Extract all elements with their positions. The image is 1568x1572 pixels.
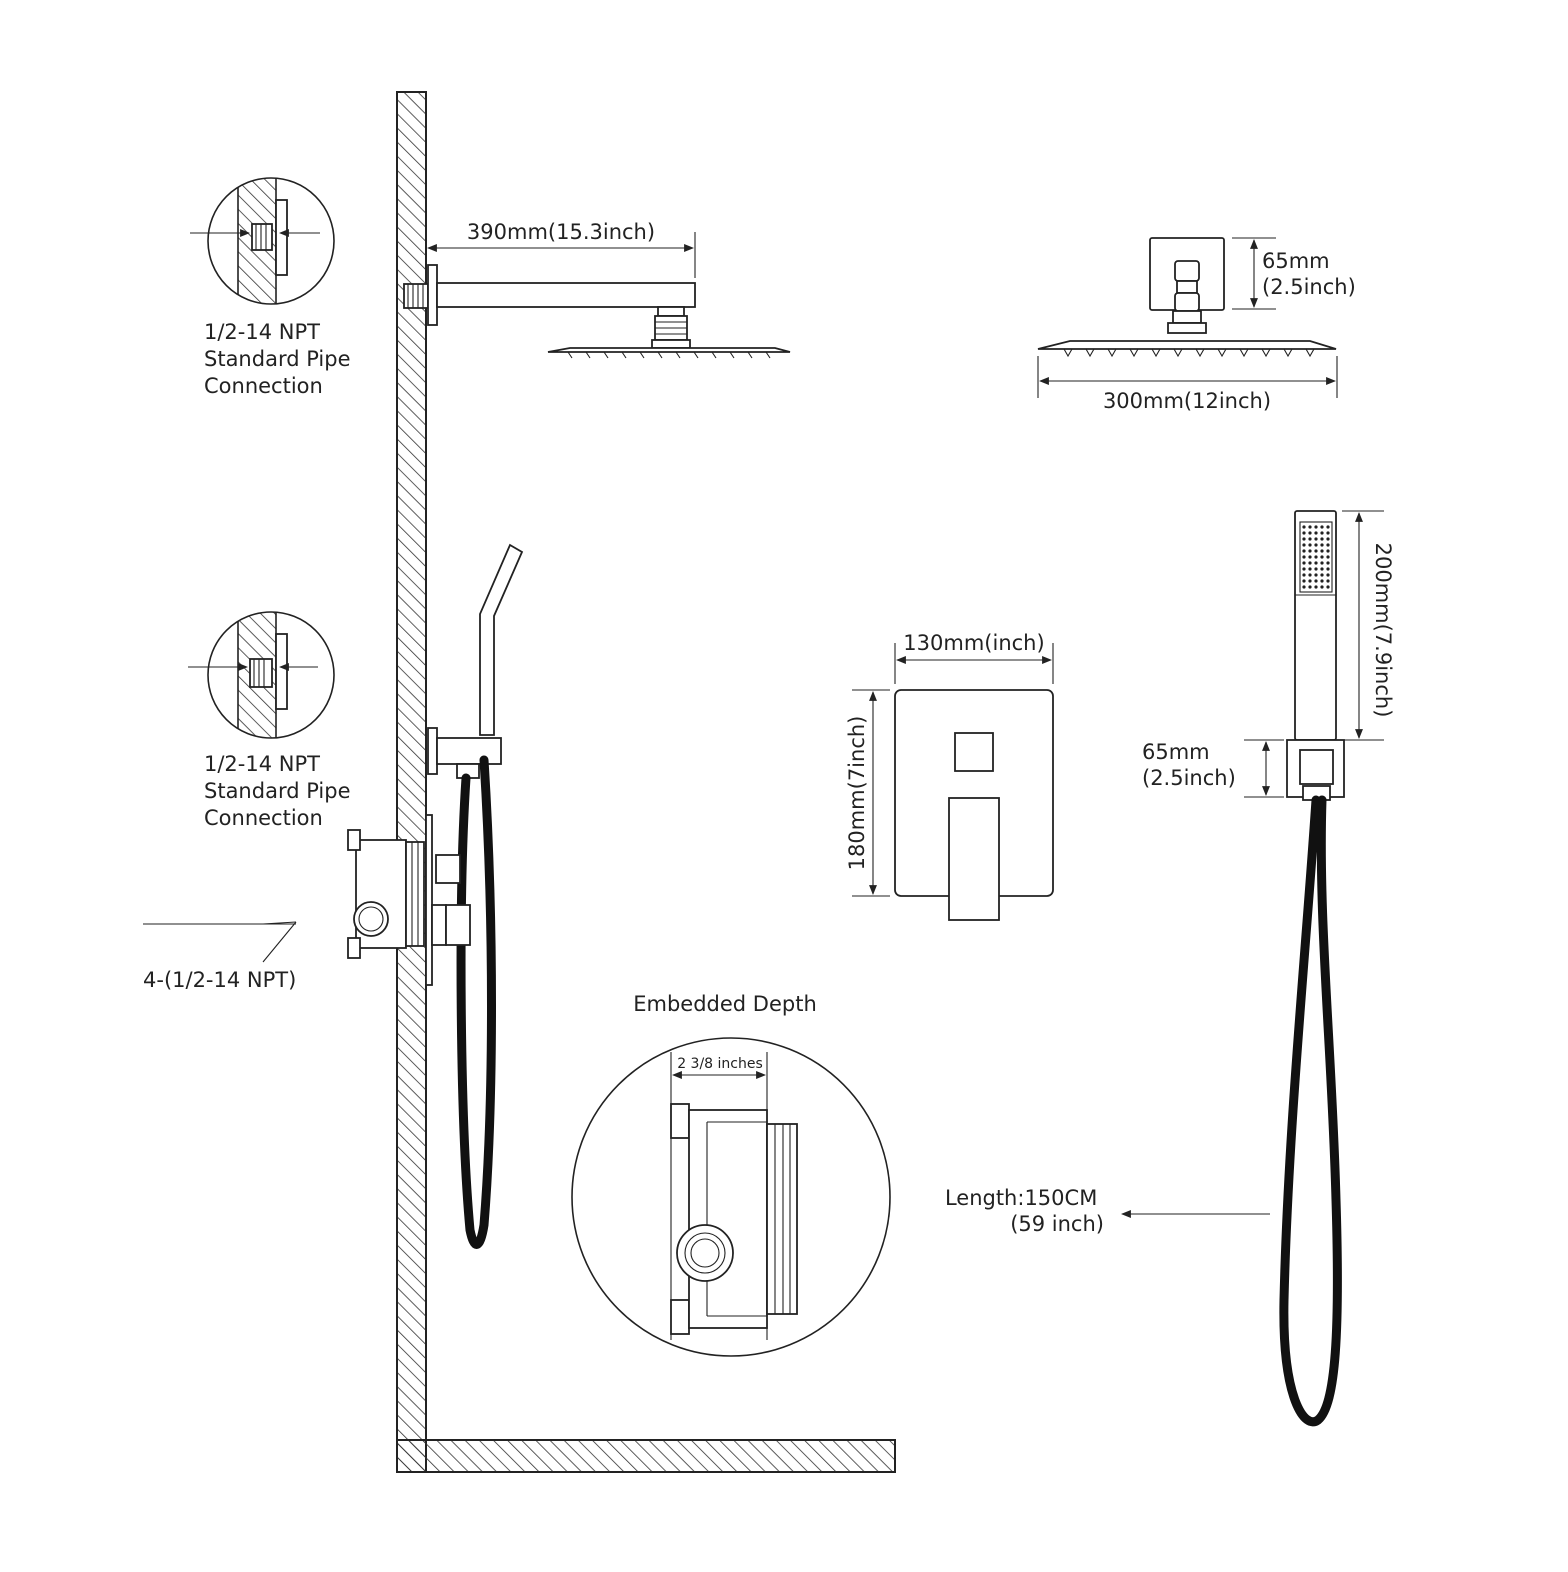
spray-dot <box>1302 585 1306 589</box>
spray-dot <box>1326 555 1330 559</box>
valve-body-embedded <box>688 1109 768 1329</box>
handheld-length-label: 200mm(7.9inch) <box>1371 543 1395 718</box>
holder-height-label: 65mm (2.5inch) <box>1142 740 1236 790</box>
npt-top-label: 1/2-14 NPT Standard Pipe Connection <box>204 320 357 398</box>
spray-dot <box>1308 531 1312 535</box>
spray-dot <box>1308 537 1312 541</box>
npt-detail-top: 1/2-14 NPT Standard Pipe Connection <box>190 177 357 398</box>
spray-dot <box>1302 543 1306 547</box>
spray-dot <box>1308 585 1312 589</box>
spray-dot <box>1326 549 1330 553</box>
spray-face <box>1299 521 1333 593</box>
spray-dot <box>1326 573 1330 577</box>
spray-dot <box>1314 537 1318 541</box>
spray-dot <box>1326 579 1330 583</box>
spray-dot <box>1314 573 1318 577</box>
npt-detail-mid: 1/2-14 NPT Standard Pipe Connection <box>188 611 357 830</box>
spray-dot <box>1320 531 1324 535</box>
head-width-label: 300mm(12inch) <box>1103 389 1271 413</box>
spray-dot <box>1320 555 1324 559</box>
valve-lever <box>948 797 1000 921</box>
plate-width-label: 130mm(inch) <box>903 631 1044 655</box>
spray-dot <box>1302 579 1306 583</box>
wall-vertical <box>396 91 427 1473</box>
spray-dot <box>1326 561 1330 565</box>
spray-dot <box>1308 573 1312 577</box>
spray-dot <box>1302 537 1306 541</box>
embedded-depth-circle <box>571 1037 891 1357</box>
spray-dot <box>1314 531 1318 535</box>
valve-port <box>435 854 461 884</box>
spray-dot <box>1320 585 1324 589</box>
valve-ports-label: 4-(1/2-14 NPT) <box>143 968 296 992</box>
valve-trim-plate: 130mm(inch) 180mm(7inch) <box>845 631 1054 921</box>
rain-head-detail: 300mm(12inch) 65mm (2.5inch) <box>1037 237 1356 413</box>
spray-dot <box>1308 525 1312 529</box>
spray-dot <box>1308 543 1312 547</box>
arm-length-dimension: 390mm(15.3inch) <box>427 220 696 278</box>
spray-dot <box>1320 525 1324 529</box>
spray-dot <box>1314 525 1318 529</box>
spray-dot <box>1326 567 1330 571</box>
spray-dot <box>1320 543 1324 547</box>
spray-dot <box>1302 531 1306 535</box>
diverter-button <box>954 732 994 772</box>
spray-dot <box>1302 525 1306 529</box>
spray-dot <box>1314 567 1318 571</box>
hose-length-label: Length:150CM (59 inch) <box>945 1186 1104 1236</box>
mixing-valve: 4-(1/2-14 NPT) <box>143 814 471 992</box>
spray-dot <box>1302 561 1306 565</box>
spray-dot <box>1320 561 1324 565</box>
spray-dot <box>1326 543 1330 547</box>
spray-dot <box>1302 555 1306 559</box>
spray-dot <box>1308 561 1312 565</box>
handheld-hose <box>1279 795 1342 1427</box>
spray-dot <box>1302 573 1306 577</box>
shower-arm-assembly <box>403 264 791 359</box>
rain-head <box>547 347 791 353</box>
handheld-side-view <box>479 543 524 736</box>
spray-dot <box>1314 543 1318 547</box>
wall-section <box>396 91 896 1473</box>
arm-flange <box>427 264 438 326</box>
spray-dot <box>1314 579 1318 583</box>
spray-dot <box>1314 585 1318 589</box>
spray-dot <box>1320 567 1324 571</box>
wall-handheld-assembly <box>427 543 524 1249</box>
spray-dot <box>1308 567 1312 571</box>
spray-dot <box>1314 549 1318 553</box>
spray-dot <box>1308 549 1312 553</box>
spray-dot <box>1302 549 1306 553</box>
spray-dot <box>1326 537 1330 541</box>
hose-holder <box>436 737 502 765</box>
spray-dot <box>1320 579 1324 583</box>
spray-dot <box>1326 585 1330 589</box>
head-height-label: 65mm (2.5inch) <box>1262 249 1356 299</box>
spray-dot <box>1320 549 1324 553</box>
spray-dot <box>1302 567 1306 571</box>
spray-dot <box>1308 579 1312 583</box>
hand-shower-detail: 200mm(7.9inch) 65mm (2.5inch) Length:150… <box>945 510 1395 1427</box>
spray-dot <box>1308 555 1312 559</box>
spray-dot <box>1326 531 1330 535</box>
plate-height-label: 180mm(7inch) <box>845 716 869 871</box>
embedded-depth-label: 2 3/8 inches <box>677 1056 763 1072</box>
wall-floor <box>396 1439 896 1473</box>
spray-dot <box>1320 537 1324 541</box>
shower-arm <box>436 282 696 308</box>
npt-mid-label: 1/2-14 NPT Standard Pipe Connection <box>204 752 357 830</box>
spray-dot <box>1320 573 1324 577</box>
embedded-depth-title: Embedded Depth <box>633 992 817 1016</box>
arm-length-label: 390mm(15.3inch) <box>467 220 655 244</box>
spray-dot <box>1314 561 1318 565</box>
rain-head-plate <box>1037 340 1337 350</box>
spray-dot <box>1314 555 1318 559</box>
valve-handle-side <box>445 904 471 946</box>
wall-hose <box>456 755 496 1249</box>
embedded-depth-detail: Embedded Depth 2 3/8 inches <box>571 992 891 1357</box>
spray-dot <box>1326 525 1330 529</box>
